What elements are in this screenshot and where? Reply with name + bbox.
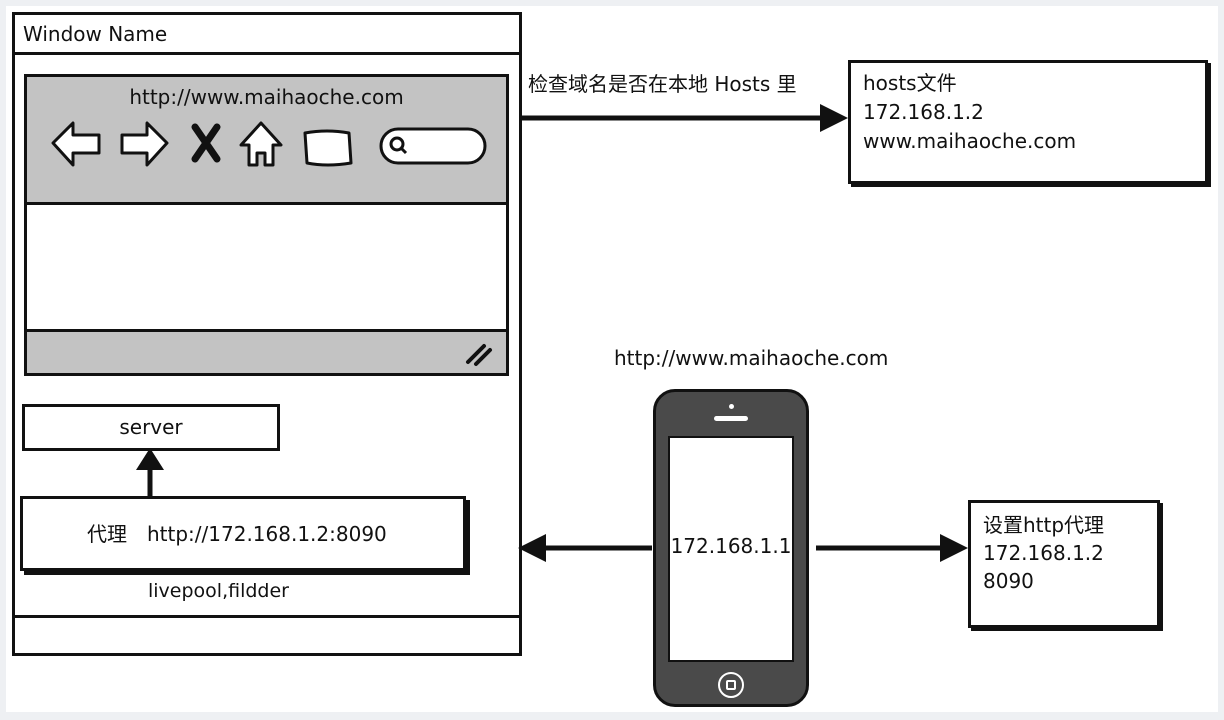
proxy-setting-ip: 172.168.1.2 xyxy=(983,541,1104,565)
phone-speaker xyxy=(714,416,748,421)
window-title: Window Name xyxy=(15,15,519,55)
home-icon[interactable] xyxy=(239,121,283,167)
window-footer xyxy=(15,615,519,653)
proxy-setting-box: 设置http代理 172.168.1.2 8090 xyxy=(968,500,1160,628)
back-arrow-icon[interactable] xyxy=(51,121,101,167)
proxy-setting-port: 8090 xyxy=(983,569,1034,593)
hosts-check-label: 检查域名是否在本地 Hosts 里 xyxy=(528,72,797,96)
phone-ip: 172.168.1.1 xyxy=(670,534,792,558)
hosts-file-ip: 172.168.1.2 xyxy=(863,100,984,124)
arrow-to-hosts xyxy=(522,104,848,132)
proxy-tools-label: livepool,fildder xyxy=(148,580,289,602)
browser-toolbar-icons xyxy=(51,121,487,167)
browser-status-bar xyxy=(27,329,506,373)
browser-url: http://www.maihaoche.com xyxy=(129,85,404,109)
search-icon[interactable] xyxy=(379,127,487,165)
hosts-file-title: hosts文件 xyxy=(863,71,957,95)
hosts-file-box: hosts文件 172.168.1.2 www.maihaoche.com xyxy=(848,60,1208,184)
phone-screen: 172.168.1.1 xyxy=(668,436,794,662)
proxy-address: http://172.168.1.2:8090 xyxy=(147,522,387,546)
proxy-box: 代理 http://172.168.1.2:8090 xyxy=(20,496,466,571)
proxy-label: 代理 xyxy=(87,522,127,546)
server-box: server xyxy=(22,404,280,451)
hosts-file-domain: www.maihaoche.com xyxy=(863,129,1077,153)
forward-arrow-icon[interactable] xyxy=(120,121,169,167)
phone-camera xyxy=(729,404,734,409)
arrow-to-server xyxy=(136,448,164,496)
phone-home-button[interactable] xyxy=(718,672,744,698)
bookmark-icon[interactable] xyxy=(303,129,353,167)
browser-mockup: http://www.maihaoche.com xyxy=(24,74,509,376)
phone-url: http://www.maihaoche.com xyxy=(614,346,889,370)
browser-toolbar: http://www.maihaoche.com xyxy=(27,77,506,205)
phone-device: 172.168.1.1 xyxy=(653,389,809,707)
stop-x-icon[interactable] xyxy=(191,123,221,163)
proxy-setting-title: 设置http代理 xyxy=(983,513,1105,537)
arrow-to-proxy-setting xyxy=(816,534,968,562)
resize-grip-icon[interactable] xyxy=(460,334,500,374)
arrow-to-proxy xyxy=(518,534,652,562)
